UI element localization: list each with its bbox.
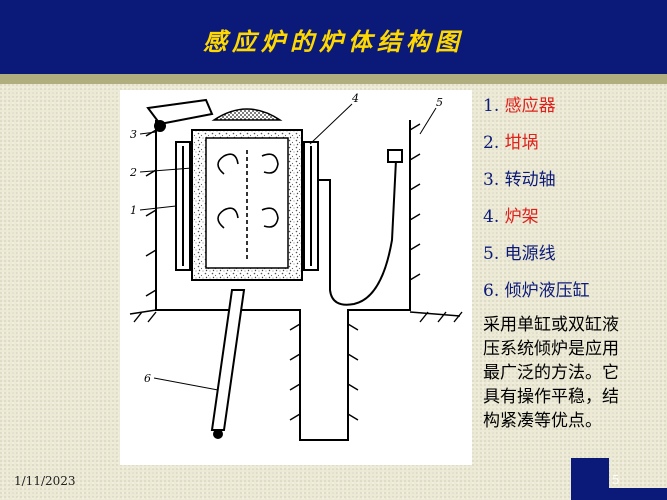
parts-legend: 1. 感应器 2. 坩埚 3. 转动轴 4. 炉架 5. 电源线 6. 倾炉液压… bbox=[483, 92, 663, 314]
induction-coil bbox=[175, 141, 319, 271]
legend-label: 坩埚 bbox=[504, 133, 539, 153]
legend-label: 转动轴 bbox=[504, 170, 556, 190]
legend-number: 4. bbox=[483, 207, 500, 227]
furnace-frame bbox=[155, 120, 411, 441]
legend-number: 1. bbox=[483, 96, 500, 116]
furnace-drawing: 1 2 3 4 5 6 bbox=[129, 92, 463, 441]
legend-item-furnace-frame: 4. 炉架 bbox=[483, 203, 663, 240]
legend-label: 炉架 bbox=[504, 207, 539, 227]
part-label-4: 4 bbox=[351, 92, 359, 105]
part-label-3: 3 bbox=[130, 128, 137, 141]
title-divider bbox=[0, 74, 667, 84]
page-number-block bbox=[571, 458, 609, 500]
tilting-shaft bbox=[146, 98, 214, 132]
legend-item-induction-coil: 1. 感应器 bbox=[483, 92, 663, 129]
leader-lines bbox=[139, 103, 437, 391]
legend-number: 2. bbox=[483, 133, 500, 153]
legend-label: 电源线 bbox=[504, 244, 556, 264]
legend-label: 感应器 bbox=[504, 96, 556, 116]
hydraulic-cylinder bbox=[210, 289, 246, 439]
power-cable bbox=[318, 149, 403, 306]
legend-number: 3. bbox=[483, 170, 500, 190]
furnace-diagram: 1 2 3 4 5 6 bbox=[120, 90, 472, 465]
legend-item-hydraulic-cylinder: 6. 倾炉液压缸 bbox=[483, 277, 663, 314]
part-label-6: 6 bbox=[144, 372, 151, 385]
footer-date: 1/11/2023 bbox=[14, 474, 76, 488]
part-label-1: 1 bbox=[130, 204, 137, 217]
page-number: 5 bbox=[612, 473, 620, 487]
part-label-2: 2 bbox=[129, 166, 137, 179]
legend-number: 5. bbox=[483, 244, 500, 264]
legend-number: 6. bbox=[483, 281, 500, 301]
title-bar bbox=[0, 0, 667, 74]
slide-title: 感应炉的炉体结构图 bbox=[203, 27, 464, 56]
legend-item-tilting-shaft: 3. 转动轴 bbox=[483, 166, 663, 203]
legend-label: 倾炉液压缸 bbox=[504, 281, 590, 301]
melt-flow-symbols bbox=[217, 150, 279, 260]
legend-item-power-cable: 5. 电源线 bbox=[483, 240, 663, 277]
footer-corner-bar bbox=[609, 488, 667, 500]
part-label-5: 5 bbox=[436, 96, 443, 109]
legend-item-crucible: 2. 坩埚 bbox=[483, 129, 663, 166]
description-text: 采用单缸或双缸液压系统倾炉是应用最广泛的方法。它具有操作平稳，结构紧凑等优点。 bbox=[483, 315, 619, 431]
